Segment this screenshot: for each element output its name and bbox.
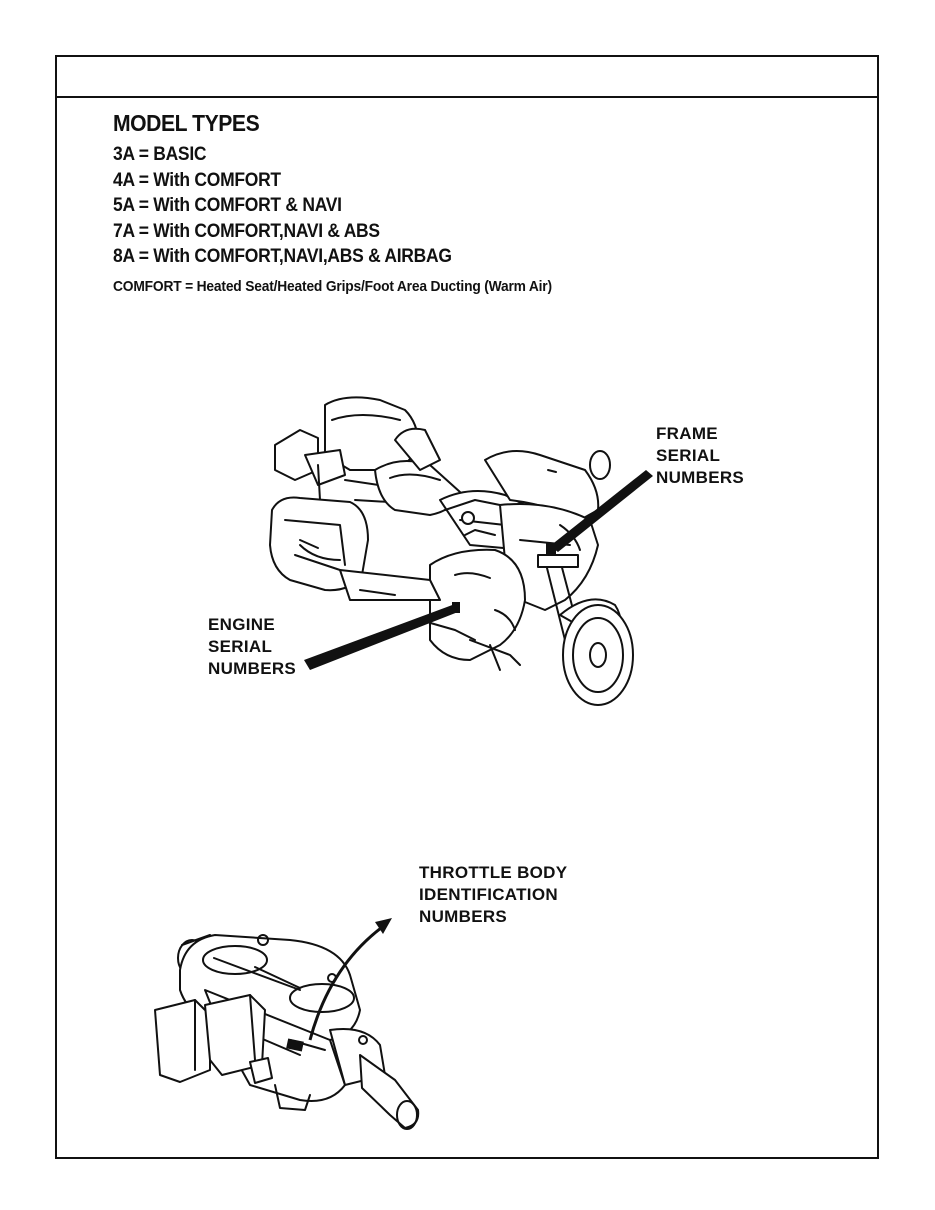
frame-callout-line-3: NUMBERS: [656, 468, 745, 487]
throttle-callout-line-3: NUMBERS: [419, 907, 508, 926]
model-type-4a: 4A = With COMFORT: [113, 169, 281, 191]
header-bar: [57, 57, 877, 98]
motorcycle-illustration: [269, 396, 634, 706]
comfort-note: COMFORT = Heated Seat/Heated Grips/Foot …: [113, 277, 552, 295]
throttle-callout-line-1: THROTTLE BODY: [419, 863, 568, 882]
engine-callout-line-1: ENGINE: [208, 615, 275, 634]
model-type-7a: 7A = With COMFORT,NAVI & ABS: [113, 220, 380, 242]
engine-pointer: [304, 602, 460, 670]
model-types-section: MODEL TYPES 3A = BASIC 4A = With COMFORT…: [113, 110, 590, 295]
frame-callout-line-2: SERIAL: [656, 446, 721, 465]
model-types-title: MODEL TYPES: [113, 110, 260, 136]
engine-callout-line-3: NUMBERS: [208, 659, 297, 678]
model-type-8a: 8A = With COMFORT,NAVI,ABS & AIRBAG: [113, 246, 452, 267]
throttle-callout-line-2: IDENTIFICATION: [419, 885, 558, 904]
throttle-body-callout: THROTTLE BODY IDENTIFICATION NUMBERS: [419, 862, 567, 928]
model-type-3a: 3A = BASIC: [113, 144, 207, 165]
frame-serial-callout: FRAME SERIAL NUMBERS: [656, 423, 744, 489]
throttle-body-illustration: [154, 934, 420, 1130]
engine-callout-line-2: SERIAL: [208, 637, 273, 656]
throttle-pointer: [286, 918, 392, 1052]
frame-pointer: [546, 470, 653, 554]
engine-serial-callout: ENGINE SERIAL NUMBERS: [208, 614, 296, 680]
page-frame: MODEL TYPES 3A = BASIC 4A = With COMFORT…: [55, 55, 879, 1159]
frame-callout-line-1: FRAME: [656, 424, 718, 443]
model-type-5a: 5A = With COMFORT & NAVI: [113, 195, 342, 216]
